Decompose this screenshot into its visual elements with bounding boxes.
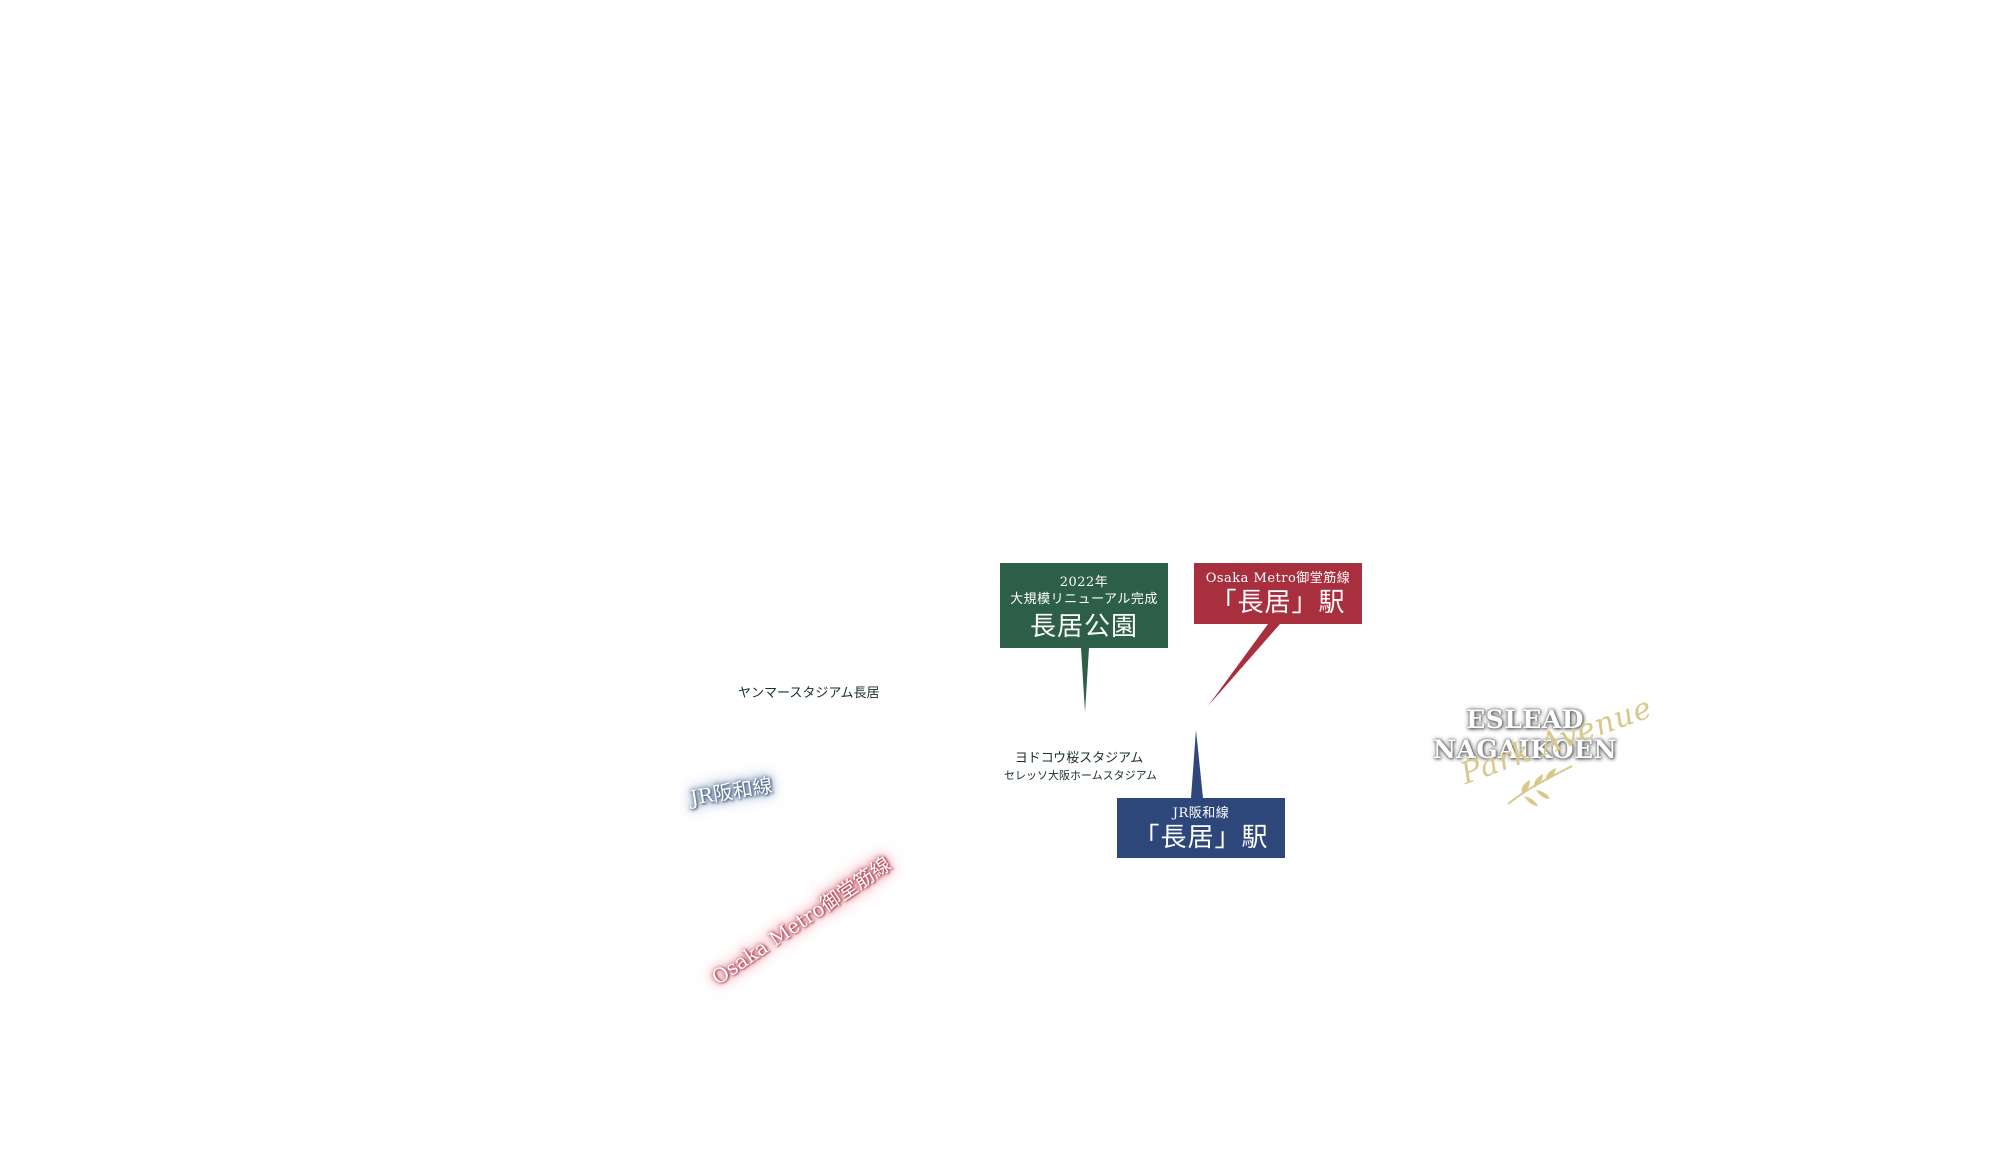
nagai-park-callout: 2022年 大規模リニューアル完成 長居公園	[1000, 563, 1168, 648]
logo-line-2: NAGAIKOEN	[1433, 735, 1617, 764]
jr-nagai-station-callout: JR阪和線 「長居」駅	[1117, 798, 1285, 858]
jr-line-label: JR阪和線	[1172, 806, 1230, 821]
logo-line-1: ESLEAD	[1466, 705, 1584, 734]
jr-station-pointer	[1191, 730, 1203, 798]
yodoko-stadium-subtitle: セレッソ大阪ホームスタジアム	[1004, 769, 1157, 782]
metro-nagai-station-callout: Osaka Metro御堂筋線 「長居」駅	[1194, 563, 1362, 624]
yodoko-stadium-label: ヨドコウ桜スタジアム セレッソ大阪ホームスタジアム	[1004, 750, 1157, 783]
park-name-label: 長居公園	[1029, 612, 1138, 642]
park-renewal-label: 大規模リニューアル完成	[1010, 592, 1158, 607]
metro-line-label: Osaka Metro御堂筋線	[1205, 571, 1351, 586]
yanmar-stadium-label: ヤンマースタジアム長居	[738, 686, 880, 701]
metro-station-pointer	[1208, 624, 1280, 706]
park-year-label: 2022年	[1059, 575, 1109, 590]
metro-station-name: 「長居」駅	[1210, 588, 1346, 618]
jr-station-name: 「長居」駅	[1133, 823, 1269, 853]
leaf-icon	[1507, 765, 1573, 806]
eslead-nagaikoen-logo: ESLEAD NAGAIKOEN Park Avenue	[1420, 690, 1657, 820]
yodoko-stadium-name: ヨドコウ桜スタジアム	[1014, 751, 1144, 766]
park-pointer	[1081, 648, 1089, 712]
